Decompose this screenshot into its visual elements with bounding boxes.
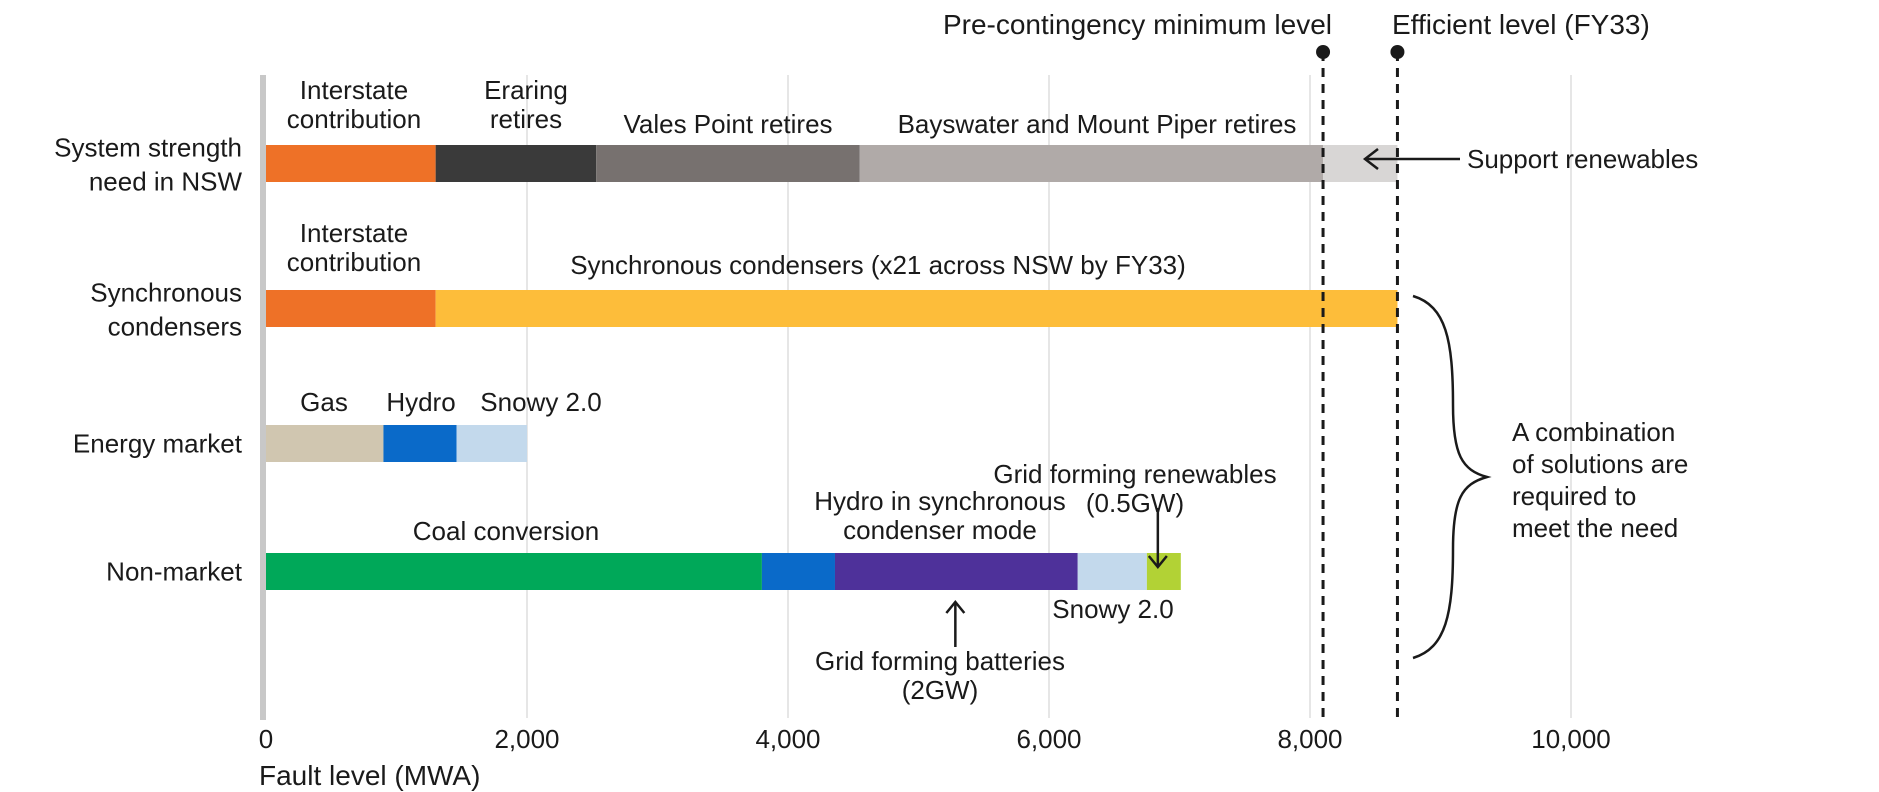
segment-label: Snowy 2.0 xyxy=(1052,594,1173,624)
segment-label: Grid forming renewables xyxy=(993,459,1276,489)
bars xyxy=(266,145,1398,590)
reference-lines xyxy=(1316,45,1405,718)
annotation-label: A combination xyxy=(1512,417,1675,447)
segment-label: contribution xyxy=(287,247,421,277)
x-tick-label: 6,000 xyxy=(1016,724,1081,754)
reference-dot xyxy=(1316,45,1331,59)
category-label: System strength xyxy=(54,133,242,163)
bar-segment xyxy=(266,145,436,182)
category-label: Synchronous xyxy=(90,278,242,308)
segment-label: Hydro xyxy=(386,387,455,417)
bar-segment xyxy=(456,425,527,462)
category-label: need in NSW xyxy=(89,167,243,197)
bar-segment xyxy=(435,290,1398,327)
annotation-label: meet the need xyxy=(1512,513,1678,543)
x-tick-label: 8,000 xyxy=(1277,724,1342,754)
segment-label: Gas xyxy=(300,387,348,417)
bar-segment xyxy=(1077,553,1147,590)
arrow-support-head xyxy=(1362,148,1379,170)
bar-segment xyxy=(596,145,860,182)
arrow-batteries-head xyxy=(945,600,966,614)
annotation-label: of solutions are xyxy=(1512,449,1688,479)
bar-segment xyxy=(266,425,384,462)
segment-label: Bayswater and Mount Piper retires xyxy=(898,109,1297,139)
segment-label: retires xyxy=(490,104,562,134)
labels: 0 2,000 4,000 6,000 8,000 10,000 System streng… xyxy=(54,9,1650,754)
segment-label: Snowy 2.0 xyxy=(480,387,601,417)
reference-dot xyxy=(1390,45,1405,59)
x-tick-label: 2,000 xyxy=(494,724,559,754)
category-label: condensers xyxy=(108,312,242,342)
segment-label: condenser mode xyxy=(843,515,1037,545)
segment-label: (2GW) xyxy=(902,675,979,705)
bar-segment xyxy=(383,425,457,462)
x-tick-label: 4,000 xyxy=(755,724,820,754)
segment-label: Hydro in synchronous xyxy=(814,486,1065,516)
gridlines xyxy=(260,75,1572,720)
segment-label: Interstate xyxy=(300,75,408,105)
bar-segment xyxy=(1323,145,1398,182)
bar-segment xyxy=(761,553,835,590)
reference-label: Efficient level (FY33) xyxy=(1392,9,1650,40)
x-tick-label: 10,000 xyxy=(1531,724,1611,754)
bar-segment xyxy=(266,290,436,327)
segment-label: Coal conversion xyxy=(413,516,599,546)
segment-label: (0.5GW) xyxy=(1086,488,1184,518)
segment-label: Vales Point retires xyxy=(623,109,832,139)
bar-segment xyxy=(834,553,1078,590)
category-label: Energy market xyxy=(73,429,243,459)
arrow-renewables-head xyxy=(1147,555,1168,569)
x-axis-title: Fault level (MWA) xyxy=(259,760,480,791)
segment-label: Grid forming batteries xyxy=(815,646,1065,676)
annotation-label: Support renewables xyxy=(1467,144,1698,174)
reference-label: Pre-contingency minimum level xyxy=(943,9,1332,40)
bar-segment xyxy=(266,553,762,590)
segment-label: Eraring xyxy=(484,75,568,105)
segment-label: contribution xyxy=(287,104,421,134)
annotation-label: required to xyxy=(1512,481,1636,511)
segment-label: Interstate xyxy=(300,218,408,248)
category-label: Non-market xyxy=(106,557,243,587)
brace xyxy=(1412,294,1492,660)
x-tick-label: 0 xyxy=(259,724,273,754)
bar-segment xyxy=(859,145,1324,182)
bar-segment xyxy=(435,145,597,182)
segment-label: Synchronous condensers (x21 across NSW b… xyxy=(570,250,1186,280)
